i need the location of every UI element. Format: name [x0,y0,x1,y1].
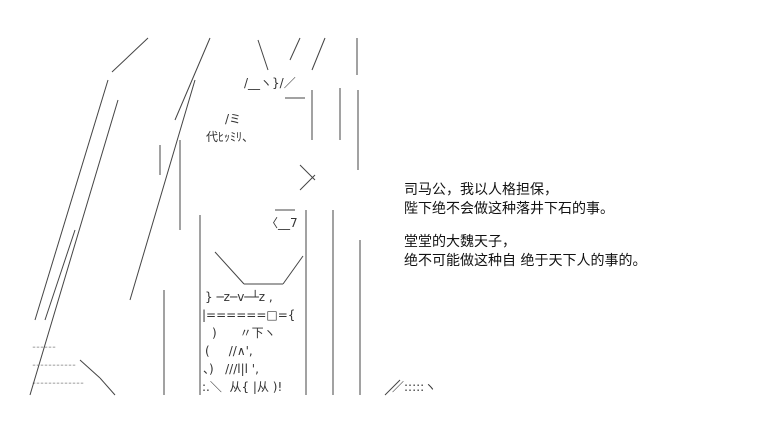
ascii-art-fragment: 、) ///l|l ', [203,362,259,376]
caption-line: 绝不可能做这种自 绝于天下人的事的。 [404,253,647,269]
ascii-art-fragment: 代ﾋｯﾐﾘ、 [206,130,255,144]
ascii-art-fragment: 〈__7 [266,216,298,230]
ascii-art-fragment: ) 〃下ヽ [212,326,276,340]
ascii-art-fragment: :.＼ 从{ |从 )! [202,380,283,394]
caption-line: 堂堂的大魏天子， [404,234,516,250]
ascii-art-fragment: ／:::::ヽ [392,380,437,394]
ascii-art-fragment: ¨¨¨¨¨¨¨¨¨¨¨ [32,364,76,373]
ascii-art-fragment: ¨¨¨¨¨¨ [32,346,56,355]
ascii-art-fragment: ( //∧', [205,344,253,358]
caption-line: 司马公，我以人格担保， [404,182,558,198]
ascii-art-fragment: /ミ [225,112,242,126]
ascii-art-fragment: /__ヽ}/／ [244,76,296,90]
ascii-art-fragment: |======□={ [202,308,296,322]
caption-line: 陛下绝不会做这种落井下石的事。 [404,201,614,217]
ascii-art-fragment: ¨¨¨¨¨¨¨¨¨¨¨¨¨ [32,382,84,391]
ascii-art-fragment: } ─z─v─┴z , [205,290,273,304]
